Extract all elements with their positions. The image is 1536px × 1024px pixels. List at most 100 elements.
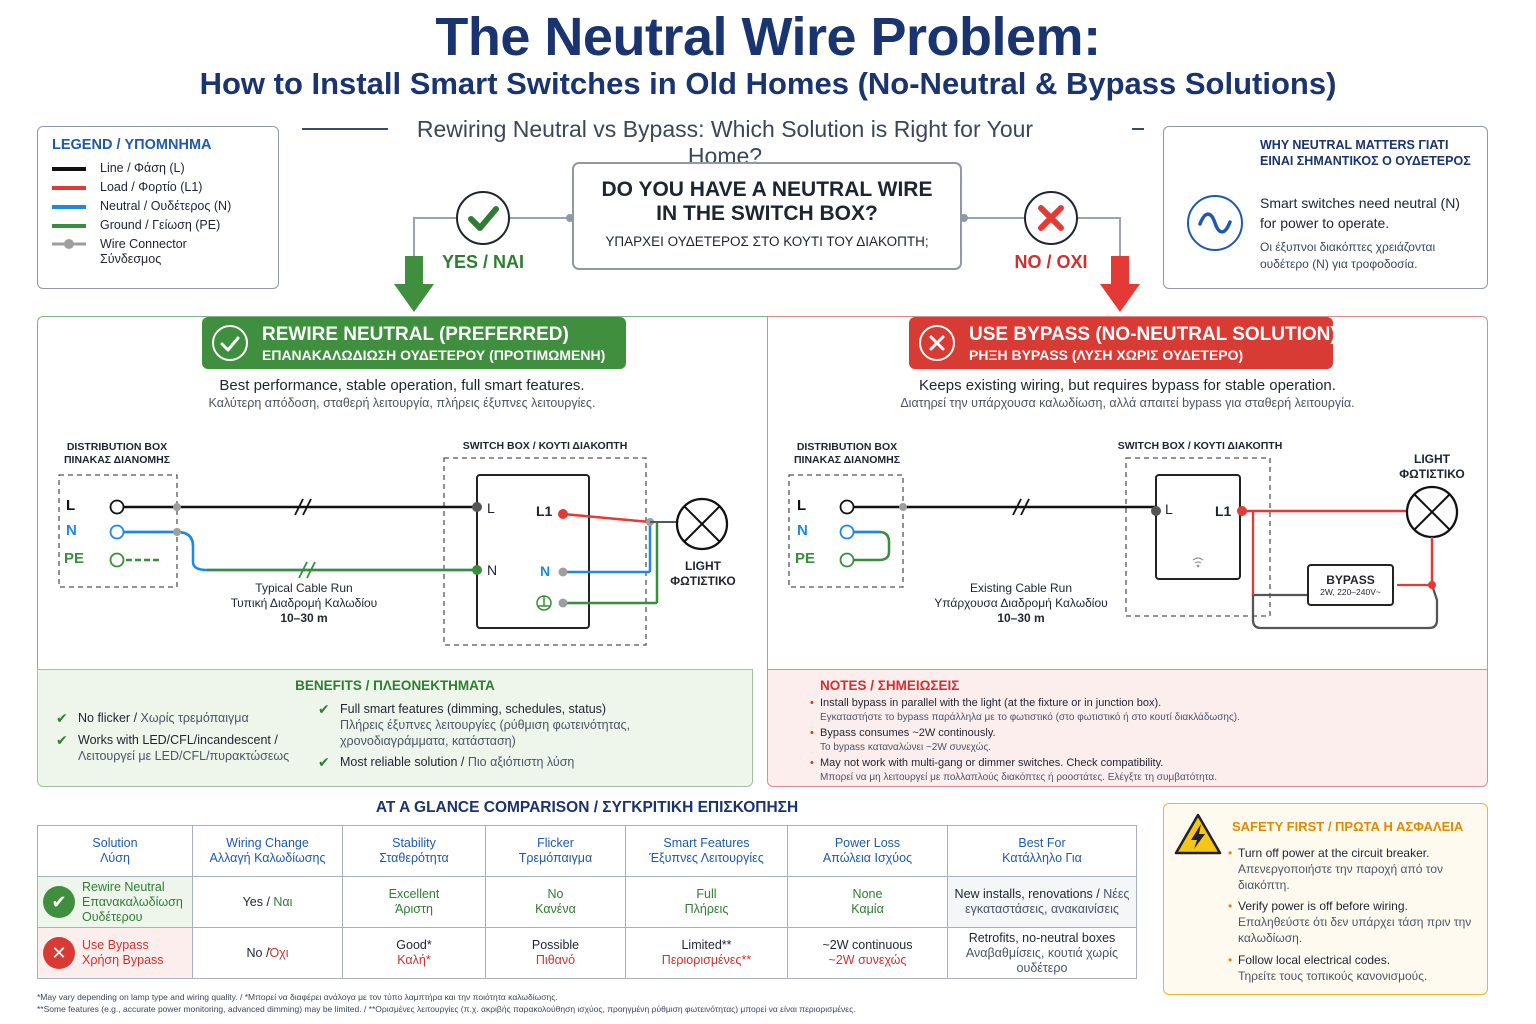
question-line-2: IN THE SWITCH BOX? (656, 202, 878, 225)
question-heading: Rewiring Neutral vs Bypass: Which Soluti… (300, 114, 1150, 169)
rewire-banner-subtitle: ΕΠΑΝΑΚΑΛΩΔΙΩΣΗ ΟΥΔΕΤΕΡΟΥ (ΠΡΟΤΙΜΩΜΕΝΗ) (262, 347, 606, 363)
switch-label-gr: ΚΟΥΤΙ ΔΙΑΚΟΠΤΗ (1193, 440, 1283, 452)
no-arrow-head (1100, 284, 1140, 312)
safety-gr: Τηρείτε τους τοπικούς κανονισμούς. (1238, 969, 1428, 983)
rewire-panel (37, 316, 767, 669)
benefit-en: Full smart features (dimming, schedules,… (340, 702, 607, 716)
cell-en: Yes (242, 894, 263, 909)
cell-en: No (547, 887, 564, 901)
break-mark (298, 561, 308, 579)
benefit-en: No flicker (78, 711, 131, 725)
switch-term-l: L (487, 500, 495, 516)
check-icon: ✔ (43, 886, 75, 918)
neutral-wire-green-route (117, 530, 477, 572)
connector (472, 565, 482, 575)
footnote-1: *May vary depending on lamp type and wir… (37, 992, 558, 1002)
page-title: The Neutral Wire Problem: (435, 7, 1101, 67)
sine-wave-icon (1187, 195, 1243, 251)
bypass-module (1307, 564, 1394, 606)
connector (173, 528, 181, 536)
cable-label-en: Existing Cable Run (969, 581, 1073, 595)
cell-gr: Καμία (851, 902, 884, 916)
switch-box (443, 457, 647, 646)
bypass-banner-title: USE BYPASS (NO-NEUTRAL SOLUTION) (969, 324, 1337, 345)
safety-title: SAFETY FIRST / ΠΡΩΤΑ Η ΑΣΦΑΛΕΙΑ (1232, 819, 1464, 834)
safety-box: SAFETY FIRST / ΠΡΩΤΑ Η ΑΣΦΑΛΕΙΑ • Turn o… (1163, 803, 1488, 995)
bypass-description: Keeps existing wiring, but requires bypa… (767, 377, 1488, 410)
cell-gr: Περιορισμένες** (661, 953, 752, 967)
line-swatch (52, 167, 86, 171)
comparison-title: AT A GLANCE COMPARISON / ΣΥΓΚΡΙΤΙΚΗ ΕΠΙΣ… (375, 799, 799, 816)
break-mark (302, 498, 312, 516)
table-row: ✕ Use Bypass Χρήση Bypass No /Όχι Good*Κ… (37, 927, 1137, 979)
question-heading-text: Rewiring Neutral vs Bypass: Which Soluti… (416, 116, 1034, 169)
why-title: WHY NEUTRAL MATTERS ΓΙΑΤΙ ΕΙΝΑΙ ΣΗΜΑΝΤΙΚ… (1260, 138, 1471, 168)
bullet: • (1228, 899, 1233, 913)
switch-box (1125, 457, 1271, 617)
cell-en: No (246, 945, 263, 960)
note-gr: Το bypass καταναλώνει ~2W συνεχώς. (820, 742, 992, 753)
distribution-box (788, 474, 904, 588)
connector (1151, 506, 1161, 516)
benefit-gr: Χωρίς τρεμόπαιγμα (140, 711, 249, 725)
cell-gr: Κανένα (535, 902, 576, 916)
close-icon (919, 325, 955, 361)
rewire-banner: REWIRE NEUTRAL (PREFERRED) ΕΠΑΝΑΚΑΛΩΔΙΩΣ… (202, 317, 626, 369)
bullet: • (810, 697, 814, 709)
bypass-panel (767, 316, 1488, 669)
no-cross-icon (1024, 191, 1078, 245)
light-label-gr: ΦΩΤΙΣΤΙΚΟ (1399, 467, 1465, 481)
bypass-label: BYPASS (1326, 573, 1375, 587)
light-label: LIGHT ΦΩΤΙΣΤΙΚΟ (668, 559, 738, 589)
light-label-en: LIGHT (685, 559, 721, 573)
notes-box: NOTES / ΣΗΜΕΙΩΣΕΙΣ • Install bypass in p… (767, 669, 1488, 787)
cell-en: New installs, renovations (954, 887, 1093, 901)
switch-box-label: SWITCH BOX / ΚΟΥΤΙ ΔΙΑΚΟΠΤΗ (1117, 440, 1283, 452)
switch-term-n-out: N (540, 563, 551, 579)
cell-gr: Ναι (273, 894, 293, 909)
light-label: LIGHT ΦΩΤΙΣΤΙΚΟ (1394, 452, 1470, 482)
note-en: Bypass consumes ~2W continously. (820, 727, 996, 739)
smart-switch (1155, 474, 1241, 580)
terminal-n (109, 524, 125, 540)
ground-loop (847, 530, 891, 562)
load-swatch (52, 186, 86, 190)
cell-gr: Πιθανό (535, 953, 576, 967)
benefits-box: BENEFITS / ΠΛΕΟΝΕΚΤΗΜΑΤΑ ✔ No flicker / … (37, 669, 753, 787)
check-icon: ✔ (318, 701, 330, 717)
legend-item-line: Line / Φάση (L) (52, 161, 264, 176)
dist-label-gr: ΠΙΝΑΚΑΣ ΔΙΑΝΟΜΗΣ (793, 454, 901, 466)
header-gr: Απώλεια Ισχύος (822, 851, 913, 865)
header-en: Solution (92, 836, 138, 850)
legend-item-ground: Ground / Γείωση (PE) (52, 218, 264, 233)
question-line-1: DO YOU HAVE A NEUTRAL WIRE (601, 178, 933, 201)
smart-switch (476, 474, 590, 629)
safety-item: • Verify power is off before wiring. Επα… (1228, 898, 1476, 946)
flow-node (960, 214, 968, 222)
cell-en: Good* (396, 938, 432, 952)
cell-gr: Αναβαθμίσεις, κουτιά χωρίς ουδέτερο (965, 945, 1119, 975)
solution-en: Use Bypass (82, 938, 149, 952)
bypass-banner-subtitle: ΡΗΞΗ BYPASS (ΛΥΣΗ ΧΩΡΙΣ ΟΥΔΕΤΕΡΟ) (969, 347, 1244, 363)
cell-wiring: No /Όχι (192, 927, 343, 979)
header-en: Power Loss (834, 836, 901, 850)
yes-arrow-shaft (405, 256, 423, 286)
cell-stability: Good*Καλή* (342, 927, 486, 979)
header-gr: Σταθερότητα (379, 851, 449, 865)
ground-icon (536, 595, 552, 611)
legend-item-load: Load / Φορτίο (L1) (52, 180, 264, 195)
safety-en: Follow local electrical codes. (1238, 953, 1391, 967)
distribution-box-label: DISTRIBUTION BOX ΠΙΝΑΚΑΣ ΔΙΑΝΟΜΗΣ (62, 441, 172, 467)
dist-label-en: DISTRIBUTION BOX (796, 441, 898, 453)
connector-label-gr: Σύνδεσμος (100, 252, 162, 266)
